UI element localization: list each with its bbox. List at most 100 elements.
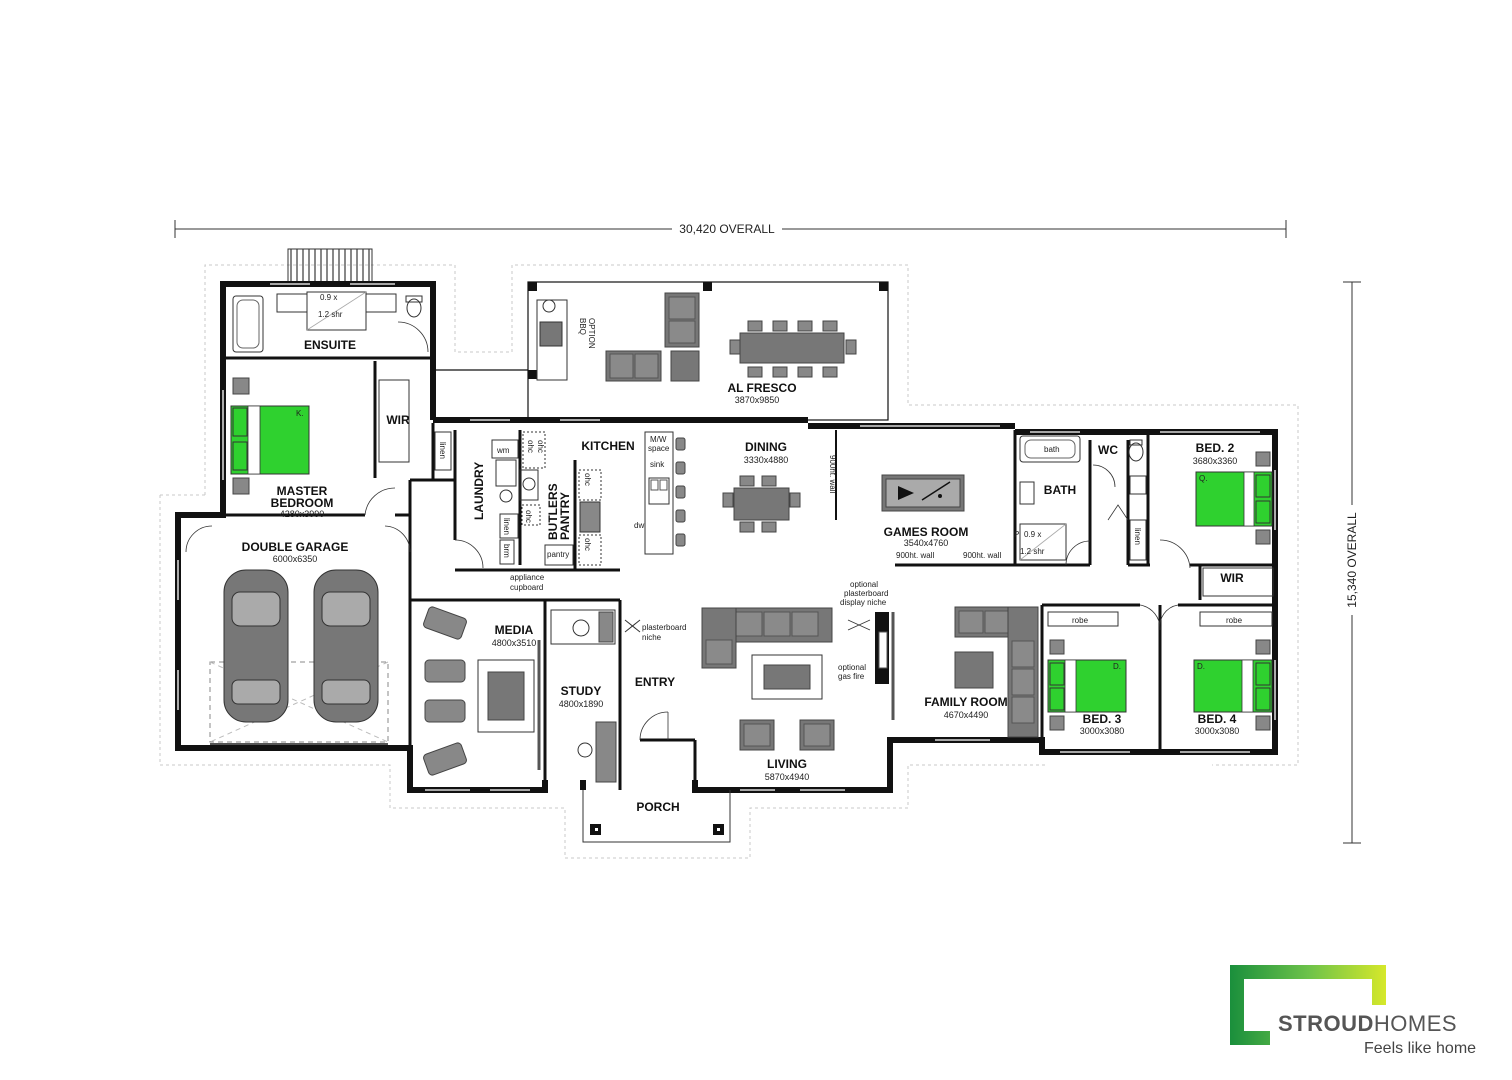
butlers-ohc-3: ohc [524, 510, 533, 523]
ensuite-room: 0.9 x 1.2 shr ENSUITE [232, 291, 429, 353]
brand-name-bold: STROUD [1278, 1011, 1374, 1036]
entry-niche-label-1: plasterboard [642, 623, 686, 632]
study-label: STUDY [561, 684, 602, 698]
bed3-label: BED. 3 [1083, 712, 1122, 726]
bed4-bed-size: D. [1197, 662, 1205, 671]
butlers-ohc-1: ohc [526, 440, 535, 453]
games-wall-label-2: 900ht. wall [963, 551, 1001, 560]
kitchen-mw-label: M/W [650, 435, 667, 444]
bed4-robe-label: robe [1226, 616, 1243, 625]
double-garage: DOUBLE GARAGE 6000x6350 [185, 525, 411, 745]
bed-2: BED. 2 3680x3360 Q. WIR [1159, 441, 1274, 597]
family-room: FAMILY ROOM 4670x4490 [924, 606, 1039, 738]
appliance-cupboard-label-2: cupboard [510, 583, 543, 592]
bbq-option-label: OPTION [587, 318, 596, 349]
kitchen-label: KITCHEN [581, 439, 634, 453]
laundry-brm-label: brm [502, 544, 511, 558]
alfresco-label: AL FRESCO [727, 381, 796, 395]
stroud-homes-logo: STROUDHOMES Feels like home [1230, 965, 1500, 1065]
brand-name: STROUDHOMES [1278, 1011, 1457, 1037]
dining-wall-label: 900ht. wall [828, 455, 837, 493]
laundry-linen-label-2: linen [502, 518, 511, 535]
internal-walls [226, 356, 1275, 790]
bbq-label: BBQ [578, 318, 587, 335]
games-room: GAMES ROOM 3540x4760 900ht. wall 900ht. … [881, 474, 1001, 560]
living-label: LIVING [767, 757, 807, 771]
ensuite-label: ENSUITE [304, 338, 356, 352]
bed-3: robe D. BED. 3 3000x3080 [1047, 604, 1161, 736]
living-optional-niche-2: plasterboard [844, 589, 888, 598]
wc-linen-label: linen [1133, 528, 1142, 545]
bed2-label: BED. 2 [1196, 441, 1235, 455]
games-wall-label-1: 900ht. wall [896, 551, 934, 560]
bath-shower-size-2: 1.2 shr [1020, 547, 1045, 556]
dining-size: 3330x4880 [744, 455, 789, 465]
brand-name-light: HOMES [1373, 1011, 1458, 1036]
master-bed-size: K. [296, 409, 304, 418]
laundry-wm-label: wm [496, 446, 510, 455]
butlers-ohc-5: ohc [583, 538, 592, 551]
garage-label: DOUBLE GARAGE [242, 540, 349, 554]
media-room: MEDIA 4800x3510 [423, 606, 541, 776]
laundry-room: linen wm linen brm LAUNDRY [434, 431, 519, 569]
bed2-bed-size: Q. [1199, 474, 1207, 483]
entry-label: ENTRY [635, 675, 675, 689]
family-room-label: FAMILY ROOM [924, 695, 1007, 709]
bathroom: bath BATH P 0.9 x 1.2 shr [1014, 435, 1091, 566]
porch-label: PORCH [636, 800, 679, 814]
wc-label: WC [1098, 443, 1118, 457]
master-size: 4280x3990 [280, 509, 325, 519]
living-optional-fire-1: optional [838, 663, 866, 672]
overall-width-label: 30,420 OVERALL [679, 222, 775, 236]
master-bedroom: K. WIR MASTER BEDROOM 4280x3990 [230, 377, 410, 519]
study-room: STUDY 4800x1890 [550, 609, 617, 783]
media-label: MEDIA [495, 623, 534, 637]
dining-room: DINING 3330x4880 900ht. wall [722, 430, 837, 533]
brand-mark-icon [1230, 965, 1386, 1045]
kitchen-space-label: space [648, 444, 670, 453]
media-size: 4800x3510 [492, 638, 537, 648]
brand-tagline: Feels like home [1364, 1040, 1477, 1057]
garage-size: 6000x6350 [273, 554, 318, 564]
porch: PORCH [582, 790, 731, 843]
entry-area: plasterboard niche ENTRY [624, 619, 686, 741]
study-size: 4800x1890 [559, 699, 604, 709]
entry-niche-label-2: niche [642, 633, 662, 642]
ensuite-shower-size-2: 1.2 shr [318, 310, 343, 319]
bed2-size: 3680x3360 [1193, 456, 1238, 466]
master-label-1: MASTER [277, 484, 328, 498]
laundry-linen-label: linen [438, 442, 447, 459]
games-room-label: GAMES ROOM [884, 525, 969, 539]
car-icon-right [313, 569, 379, 723]
bed2-wir-label: WIR [1220, 571, 1244, 585]
master-wir-label: WIR [386, 413, 410, 427]
dimension-overall-width: 30,420 OVERALL [174, 220, 1287, 238]
bed-4: robe D. BED. 4 3000x3080 [1159, 604, 1273, 736]
appliance-cupboard-label-1: appliance [510, 573, 545, 582]
alfresco-size: 3870x9850 [735, 395, 780, 405]
butlers-ohc-4: ohc [583, 473, 592, 486]
bed3-size: 3000x3080 [1080, 726, 1125, 736]
bath-tub-label: bath [1044, 445, 1060, 454]
butlers-label-1: BUTLERS [546, 483, 560, 540]
kitchen-sink-label: sink [650, 460, 665, 469]
living-optional-niche-1: optional [850, 580, 878, 589]
car-icon-left [223, 569, 289, 723]
butlers-pantry-shelf-label: pantry [547, 550, 569, 559]
ensuite-shower-size-1: 0.9 x [320, 293, 337, 302]
dimension-overall-depth: 15,340 OVERALL [1343, 281, 1361, 844]
family-room-size: 4670x4490 [944, 710, 989, 720]
kitchen-dw-label: dw [634, 521, 644, 530]
bed4-label: BED. 4 [1198, 712, 1237, 726]
games-room-size: 3540x4760 [904, 538, 949, 548]
alfresco-area: BBQ OPTION AL FRESCO 3870x9850 [433, 281, 889, 421]
living-optional-niche-3: display niche [840, 598, 887, 607]
bed3-bed-size: D. [1113, 662, 1121, 671]
laundry-label: LAUNDRY [472, 462, 486, 520]
living-room: optional plasterboard display niche opti… [701, 580, 895, 782]
overall-depth-label: 15,340 OVERALL [1345, 512, 1359, 608]
living-optional-fire-2: gas fire [838, 672, 865, 681]
bath-p-label: P [1014, 530, 1019, 539]
living-size: 5870x4940 [765, 772, 810, 782]
